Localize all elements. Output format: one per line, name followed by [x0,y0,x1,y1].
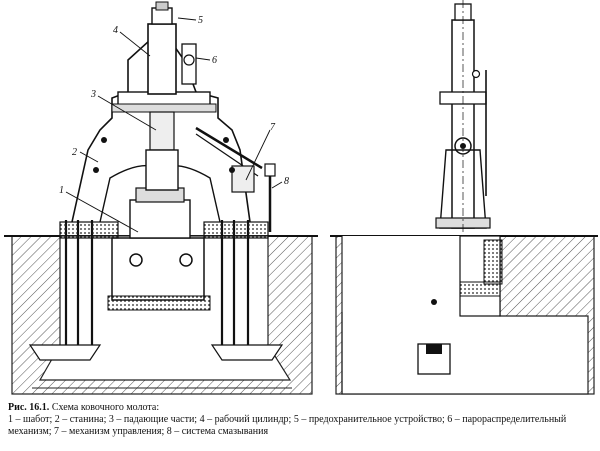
caption-legend-line-1: 1 – шабот; 2 – станина; 3 – падающие час… [8,414,567,425]
label-5: 5 [198,15,203,26]
anchor-bolts-left [64,220,250,345]
label-1: 1 [59,185,64,196]
right-foundation [330,235,598,395]
label-8: 8 [284,176,289,187]
side-view [330,0,598,395]
forging-hammer-diagram: 5 4 6 3 2 1 7 8 [4,0,598,395]
lubrication-system [264,163,276,232]
caption-legend-line-2: механизм; 7 – механизм управления; 8 – с… [8,426,269,437]
label-2: 2 [72,147,77,158]
front-view: 5 4 6 3 2 1 7 8 [4,1,318,395]
caption-figure-title: Схема ковочного молота: [49,402,160,413]
label-6: 6 [212,55,217,66]
working-cylinder [145,1,179,191]
control-mechanism [195,126,263,193]
anvil-shabot [107,187,211,311]
valve-gear [181,43,197,85]
label-3: 3 [90,89,96,100]
caption-title: Рис. 16.1. Схема ковочного молота: [8,402,159,414]
label-7: 7 [270,122,276,133]
label-4: 4 [113,25,118,36]
caption-figure-number: Рис. 16.1. [8,402,50,413]
